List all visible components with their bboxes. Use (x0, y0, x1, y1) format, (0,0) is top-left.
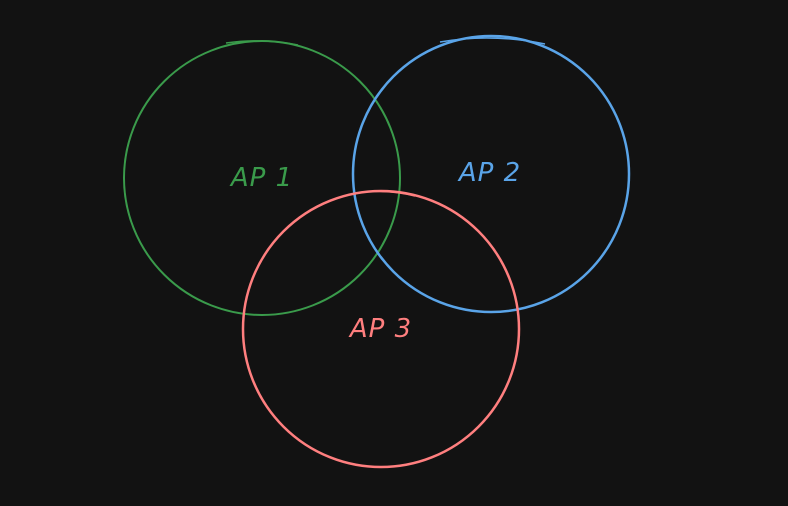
circle-ap2[interactable] (351, 34, 631, 314)
label-ap2: AP 2 (457, 158, 521, 188)
circle-ap2-sketch-stroke (439, 37, 546, 45)
label-ap1: AP 1 (229, 163, 293, 193)
circle-ap3-sketch-stroke (351, 190, 416, 197)
circle-ap2-outline (351, 34, 631, 314)
circle-ap1-sketch-stroke (225, 40, 299, 46)
circle-ap3[interactable] (241, 189, 521, 469)
label-ap3: AP 3 (348, 314, 412, 344)
circle-ap1[interactable] (123, 40, 401, 316)
